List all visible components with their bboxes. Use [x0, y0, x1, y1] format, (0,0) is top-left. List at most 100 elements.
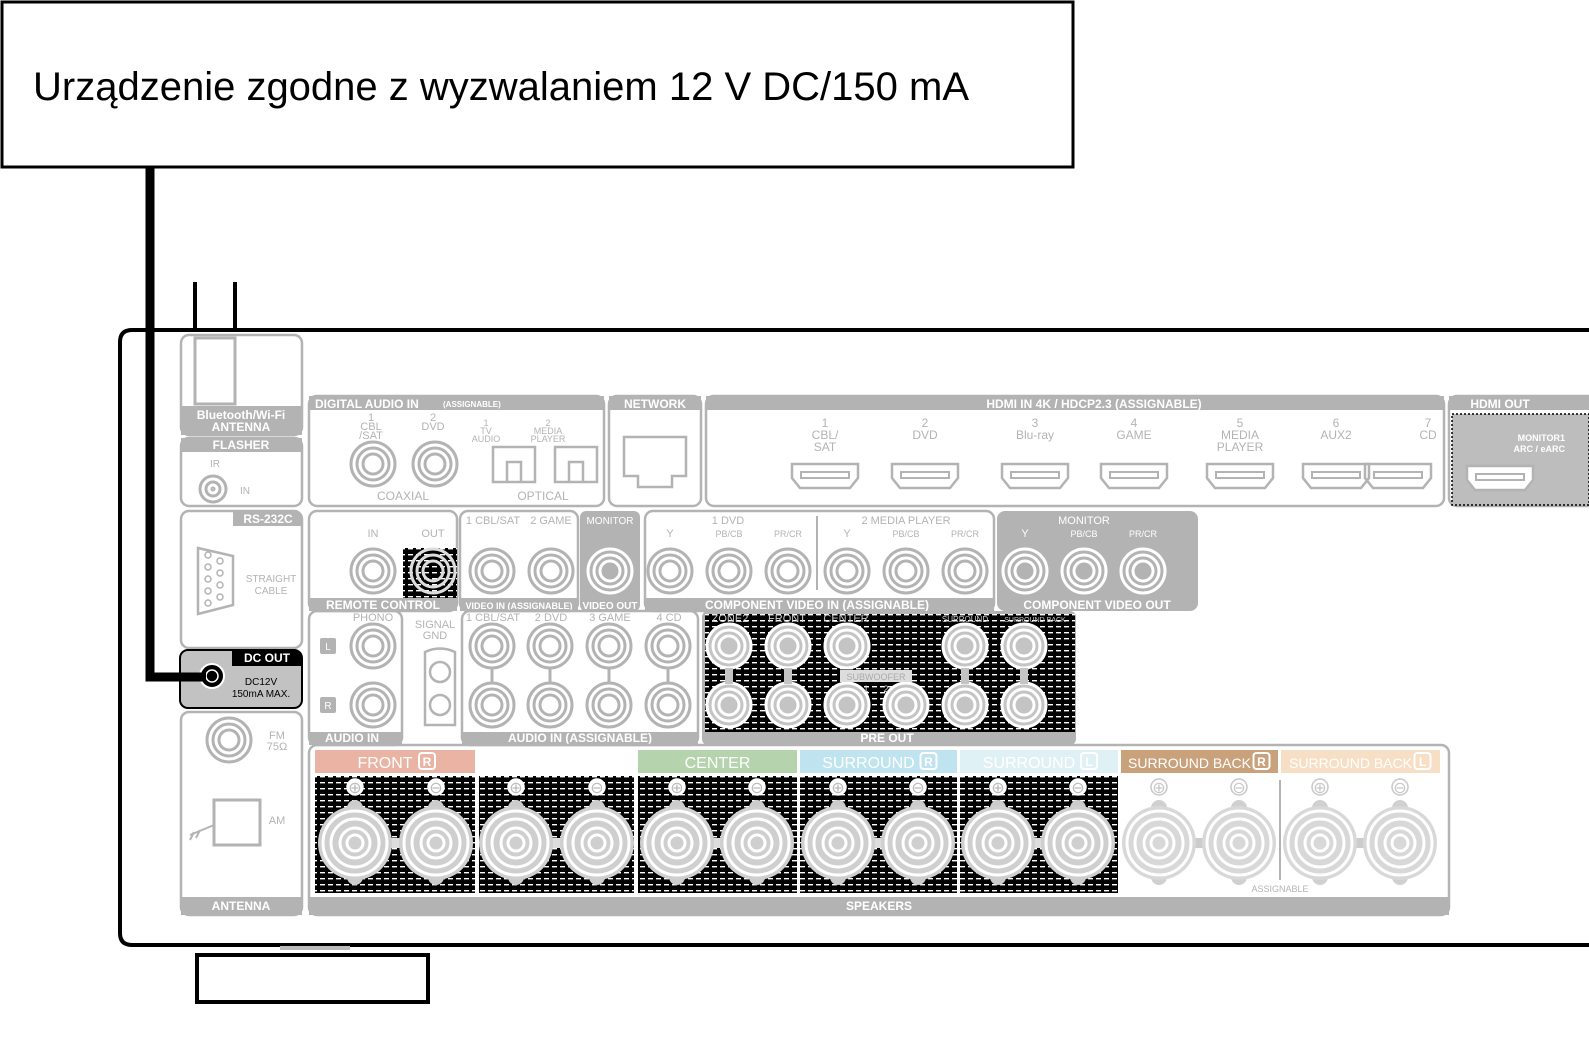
speaker-terminal-plus[interactable]: [643, 809, 711, 877]
hdmi-in-port-1[interactable]: [790, 462, 860, 490]
side-badge-letter: L: [585, 755, 592, 769]
video-in-jack-2[interactable]: [527, 547, 575, 595]
label: 1 DVD: [712, 515, 744, 527]
speaker-terminal-plus[interactable]: [321, 809, 389, 877]
speaker-terminal-minus[interactable]: [402, 809, 470, 877]
label: REMOTE CONTROL: [326, 598, 440, 612]
audio-in-r-jack-1[interactable]: [468, 681, 516, 729]
hdmi-out-port[interactable]: [1465, 464, 1535, 492]
video-out-jack[interactable]: [586, 547, 634, 595]
component-out-jack-2[interactable]: [1060, 547, 1108, 595]
label: /SAT: [359, 430, 383, 442]
speaker-terminal-plus[interactable]: [964, 809, 1032, 877]
pre-out-bottom-jack-6[interactable]: [1000, 681, 1048, 729]
pin: [204, 551, 212, 559]
label: COMPONENT VIDEO OUT: [1023, 598, 1171, 612]
hdmi-in-port-6[interactable]: [1301, 462, 1371, 490]
optical-port-1[interactable]: [491, 445, 537, 484]
speaker-terminal-minus[interactable]: [1205, 809, 1273, 877]
ground-icon: [189, 824, 215, 841]
pre-out-top-jack-3[interactable]: [823, 622, 871, 670]
label: COMPONENT VIDEO IN (ASSIGNABLE): [705, 598, 929, 612]
audio-in-r-jack-3[interactable]: [585, 681, 633, 729]
terminal-bg: [801, 806, 875, 880]
video-in-jack-1[interactable]: [468, 547, 516, 595]
coaxial-jack-2[interactable]: [411, 440, 459, 488]
audio-in-l-jack-1[interactable]: [468, 622, 516, 670]
component-out-jack-1[interactable]: [1001, 547, 1049, 595]
audio-in-r-jack-4[interactable]: [644, 681, 692, 729]
hdmi-in-port-3[interactable]: [1000, 462, 1070, 490]
label: L: [325, 642, 331, 653]
fm-antenna-jack[interactable]: [205, 716, 253, 764]
component-in-jack-5[interactable]: [882, 547, 930, 595]
coaxial-jack-1[interactable]: [349, 440, 397, 488]
speaker-terminal-minus[interactable]: [1044, 809, 1112, 877]
am-antenna-terminal[interactable]: [212, 798, 262, 847]
speaker-terminal-minus[interactable]: [723, 809, 791, 877]
plus-icon: [1150, 778, 1168, 796]
side-badge: [1413, 752, 1432, 770]
label: 2 GAME: [530, 515, 572, 527]
speaker-terminal-minus[interactable]: [1366, 809, 1434, 877]
ethernet-port[interactable]: [622, 435, 688, 489]
label: RS-232C: [243, 512, 293, 526]
speaker-terminal-plus[interactable]: [482, 809, 550, 877]
hdmi-in-port-2[interactable]: [890, 462, 960, 490]
remote-in-jack[interactable]: [349, 547, 397, 595]
hdmi-in-port-7[interactable]: [1363, 462, 1433, 490]
terminal-link: [1320, 838, 1400, 848]
remote-out-jack[interactable]: [409, 547, 457, 595]
optical-port-2[interactable]: [553, 445, 599, 484]
speaker-center-label: CENTER: [685, 755, 751, 772]
label: 1: [368, 412, 374, 424]
minus-icon: [748, 778, 766, 796]
component-in-jack-4[interactable]: [823, 547, 871, 595]
terminal-bg: [881, 806, 955, 880]
hdmi-in-port-4[interactable]: [1099, 462, 1169, 490]
rs232c-port[interactable]: [196, 546, 235, 616]
label: PLAYER: [531, 434, 566, 444]
audio-in-l-jack-3[interactable]: [585, 622, 633, 670]
label: ANTENNA: [212, 899, 271, 913]
speaker-terminal-plus[interactable]: [1125, 809, 1193, 877]
audio-in-l-jack-4[interactable]: [644, 622, 692, 670]
label: OUT: [421, 528, 445, 540]
pre-out-bottom-jack-2[interactable]: [764, 681, 812, 729]
label: AUDIO IN: [325, 731, 379, 745]
label: STRAIGHT: [246, 574, 297, 585]
label: PHONO: [353, 612, 394, 624]
side-badge-letter: R: [423, 755, 432, 769]
speaker-terminal-plus[interactable]: [1286, 809, 1354, 877]
label: Y: [666, 528, 674, 540]
label: SURROUND BACK: [1004, 617, 1066, 624]
subwoofer-label-bg: [840, 670, 912, 682]
pre-out-bottom-jack-4[interactable]: [882, 681, 930, 729]
speaker-terminal-minus[interactable]: [563, 809, 631, 877]
label: PB/CB: [1070, 529, 1097, 539]
component-in-jack-2[interactable]: [705, 547, 753, 595]
audio-in-l-jack-2[interactable]: [526, 622, 574, 670]
plus-sign: ⊕: [1313, 780, 1326, 797]
pre-out-bottom-jack-3[interactable]: [823, 681, 871, 729]
speaker-terminal-minus[interactable]: [884, 809, 952, 877]
terminal-bg: [720, 806, 794, 880]
label: 2: [922, 416, 929, 430]
terminal-link: [677, 838, 757, 848]
component-in-jack-6[interactable]: [941, 547, 989, 595]
phono-l-jack[interactable]: [349, 622, 397, 670]
hdmi-in-port-5[interactable]: [1205, 462, 1275, 490]
label: 5: [1237, 416, 1244, 430]
label: NETWORK: [624, 397, 686, 411]
phono-r-jack[interactable]: [349, 681, 397, 729]
component-out-jack-3[interactable]: [1119, 547, 1167, 595]
audio-in-r-jack-2[interactable]: [526, 681, 574, 729]
label: IN: [240, 486, 250, 497]
component-in-jack-3[interactable]: [764, 547, 812, 595]
component-in-jack-1[interactable]: [646, 547, 694, 595]
speaker-terminal-plus[interactable]: [804, 809, 872, 877]
label: PLAYER: [1217, 440, 1264, 454]
signal-gnd-terminal[interactable]: [423, 647, 457, 727]
minus-sign: ⊖: [750, 780, 763, 797]
flasher-ir-jack[interactable]: [198, 474, 228, 504]
